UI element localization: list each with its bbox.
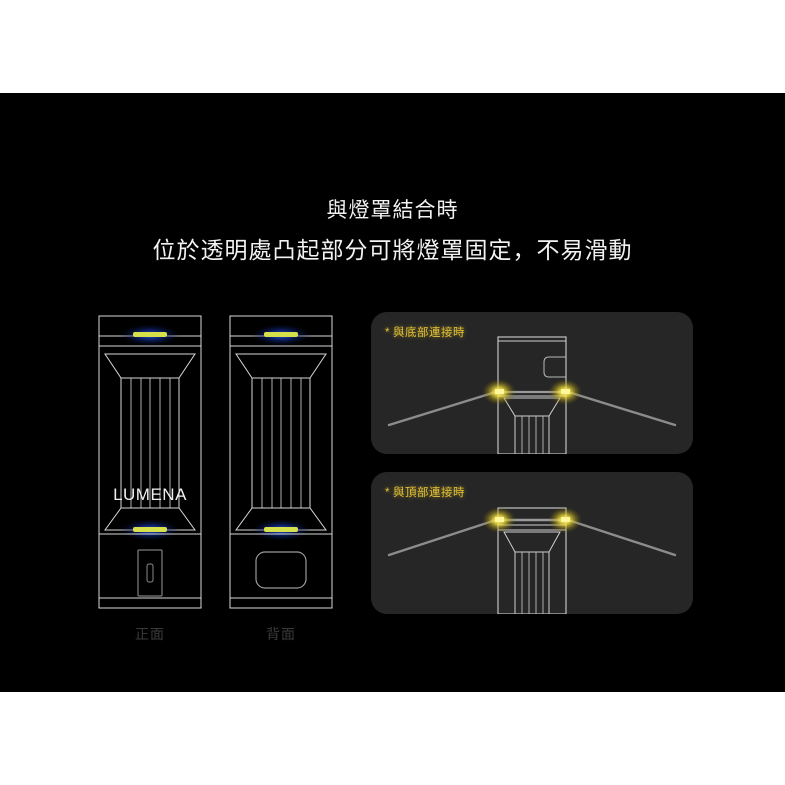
- product-slide: 與燈罩結合時 位於透明處凸起部分可將燈罩固定，不易滑動: [0, 93, 785, 692]
- panel-bottom-connect-text: 與底部連接時: [392, 327, 465, 339]
- caption-back: 背面: [266, 626, 296, 642]
- caption-front: 正面: [135, 626, 165, 642]
- product-back-view: [226, 312, 336, 612]
- product-front-drawing: LUMENA: [98, 315, 202, 609]
- bottom-connect-diagram: [387, 336, 677, 454]
- brand-text: LUMENA: [113, 485, 187, 504]
- panel-bottom-connect: *與底部連接時: [371, 312, 693, 454]
- brand-wordmark: LUMENA: [113, 485, 187, 504]
- top-connect-diagram: [387, 507, 677, 614]
- panel-bottom-connect-label: *與底部連接時: [385, 324, 465, 340]
- panel-top-connect-label: *與頂部連接時: [385, 484, 465, 500]
- product-front-port: [137, 549, 163, 597]
- product-front-view: LUMENA: [95, 312, 205, 612]
- asterisk-marker: *: [385, 327, 390, 339]
- product-back-label-plate: [255, 551, 307, 589]
- panel-top-connect: *與頂部連接時: [371, 472, 693, 614]
- asterisk-marker: *: [385, 487, 390, 499]
- headline-line-1: 與燈罩結合時: [326, 199, 459, 222]
- headline-line-2: 位於透明處凸起部分可將燈罩固定，不易滑動: [152, 237, 633, 263]
- product-back-drawing: [229, 315, 333, 609]
- panel-top-connect-text: 與頂部連接時: [392, 487, 465, 499]
